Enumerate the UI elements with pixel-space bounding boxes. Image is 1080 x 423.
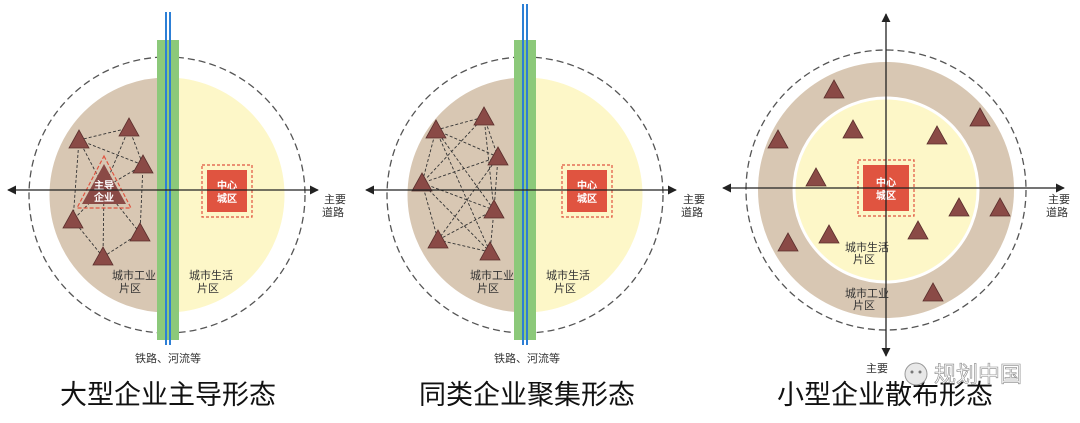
- enterprise-icon: [427, 229, 449, 249]
- enterprise-icon: [926, 125, 948, 145]
- industrial-label-2: 片区: [477, 282, 499, 295]
- barrier-label: 铁路、河流等: [494, 351, 560, 365]
- enterprise-icon: [842, 119, 864, 139]
- wechat-icon-eye: [918, 370, 922, 374]
- diagram-large-enterprise: 主导 企业 中心 城区 主要 道路 城市工业 片区 城市生活 片区 铁路、河流等…: [7, 12, 346, 411]
- wechat-icon: [904, 362, 928, 386]
- enterprise-icon: [68, 129, 90, 149]
- industrial-label-1: 城市工业: [845, 286, 889, 300]
- enterprise-icon: [92, 246, 114, 266]
- watermark: 规划中国: [904, 362, 1022, 388]
- enterprise-icon: [425, 119, 447, 139]
- enterprise-icon: [479, 241, 501, 261]
- enterprise-icon: [823, 79, 845, 99]
- industrial-label-1: 城市工业: [470, 268, 514, 282]
- enterprise-icon: [487, 146, 509, 166]
- living-label-1: 城市生活: [845, 240, 889, 254]
- road-label-1: 主要: [683, 193, 705, 206]
- industrial-label-2: 片区: [119, 282, 141, 295]
- living-label-1: 城市生活: [189, 268, 233, 282]
- lead-enterprise-outline: [76, 154, 132, 209]
- enterprise-markers: [62, 117, 154, 266]
- enterprise-icon: [129, 222, 151, 242]
- center-label-2: 城区: [217, 192, 237, 205]
- diagram-title: 大型企业主导形态: [60, 380, 276, 411]
- road-label-1: 主要: [1048, 193, 1070, 206]
- diagram-scattered: 中心 城区 主要 道路 主要 城市生活 片区 城市工业 片区 小型企业散布形态: [722, 13, 1070, 411]
- enterprise-icon: [473, 106, 495, 126]
- road-label-1: 主要: [324, 193, 346, 206]
- road-label-bottom: 主要: [866, 362, 888, 375]
- enterprise-icon: [989, 197, 1011, 217]
- enterprise-icon: [62, 209, 84, 229]
- enterprise-icon: [777, 232, 799, 252]
- living-label-2: 片区: [853, 253, 875, 266]
- industrial-label-2: 片区: [853, 299, 875, 312]
- diagram-title: 同类企业聚集形态: [419, 380, 635, 411]
- road-label-2: 道路: [1046, 205, 1068, 219]
- enterprise-icon: [818, 224, 840, 244]
- industrial-label-1: 城市工业: [112, 268, 156, 282]
- wechat-icon-eye: [910, 370, 914, 374]
- living-label-1: 城市生活: [546, 268, 590, 282]
- road-label-2: 道路: [681, 205, 703, 219]
- watermark-text: 规划中国: [934, 363, 1022, 388]
- enterprise-icon: [483, 199, 505, 219]
- lead-label-2: 企业: [93, 191, 114, 204]
- diagram-cluster: 中心 城区 主要 道路 城市工业 片区 城市生活 片区 铁路、河流等 同类企业聚…: [365, 4, 705, 411]
- living-label-2: 片区: [197, 282, 219, 295]
- enterprise-icon: [948, 197, 970, 217]
- living-label-2: 片区: [554, 282, 576, 295]
- center-label-2: 城区: [577, 192, 597, 205]
- enterprise-icon: [132, 154, 154, 174]
- barrier-label: 铁路、河流等: [135, 351, 201, 365]
- enterprise-icon: [907, 220, 929, 240]
- enterprise-icon: [922, 282, 944, 302]
- enterprise-markers: [767, 79, 1011, 302]
- enterprise-icon: [969, 107, 991, 127]
- road-label-2: 道路: [322, 205, 344, 219]
- enterprise-icon: [767, 129, 789, 149]
- diagram-title: 小型企业散布形态: [777, 380, 993, 411]
- enterprise-icon: [118, 117, 140, 137]
